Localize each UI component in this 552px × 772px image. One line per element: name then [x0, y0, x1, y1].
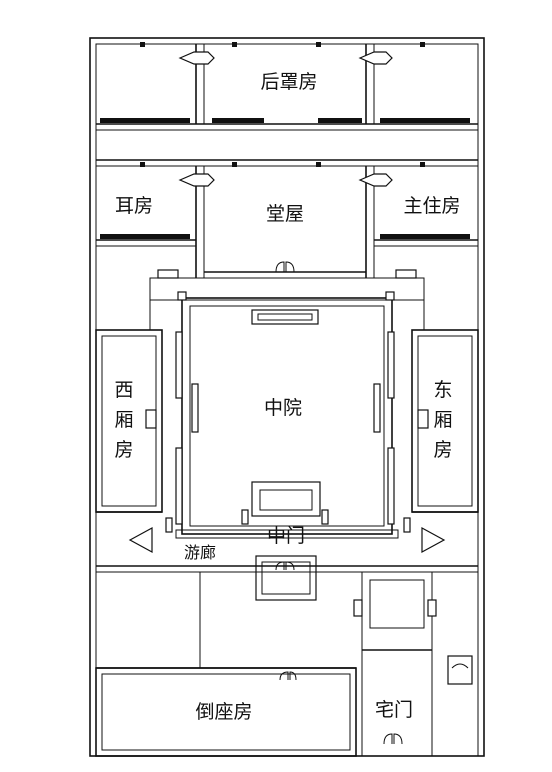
central-courtyard-label: 中院 — [264, 397, 302, 419]
east-wing-label-2: 厢 — [433, 409, 452, 431]
main-hall-block — [96, 162, 478, 279]
east-wing-label-3: 房 — [433, 439, 452, 461]
west-wing-block — [95, 329, 163, 554]
west-wing-label-2: 厢 — [114, 409, 133, 431]
veranda-ring — [149, 269, 425, 539]
west-wing-label-1: 西 — [114, 379, 133, 401]
house-gate-label: 宅门 — [375, 699, 413, 721]
west-wing-label-3: 房 — [114, 439, 133, 461]
rear-row-house-label: 后罩房 — [260, 71, 317, 93]
rear-row-house-block — [96, 42, 478, 167]
main-hall-label: 堂屋 — [266, 203, 304, 225]
east-wing-label-1: 东 — [433, 379, 452, 401]
east-wing-block — [411, 329, 479, 554]
ear-room-label: 耳房 — [115, 195, 153, 217]
corridor-label: 游廊 — [184, 543, 216, 562]
south-house-label: 倒座房 — [195, 701, 252, 723]
middle-gate-label: 中门 — [267, 525, 305, 547]
middle-gate-block — [251, 481, 321, 601]
master-room-label: 主住房 — [403, 195, 460, 217]
south-house-block — [95, 571, 473, 757]
